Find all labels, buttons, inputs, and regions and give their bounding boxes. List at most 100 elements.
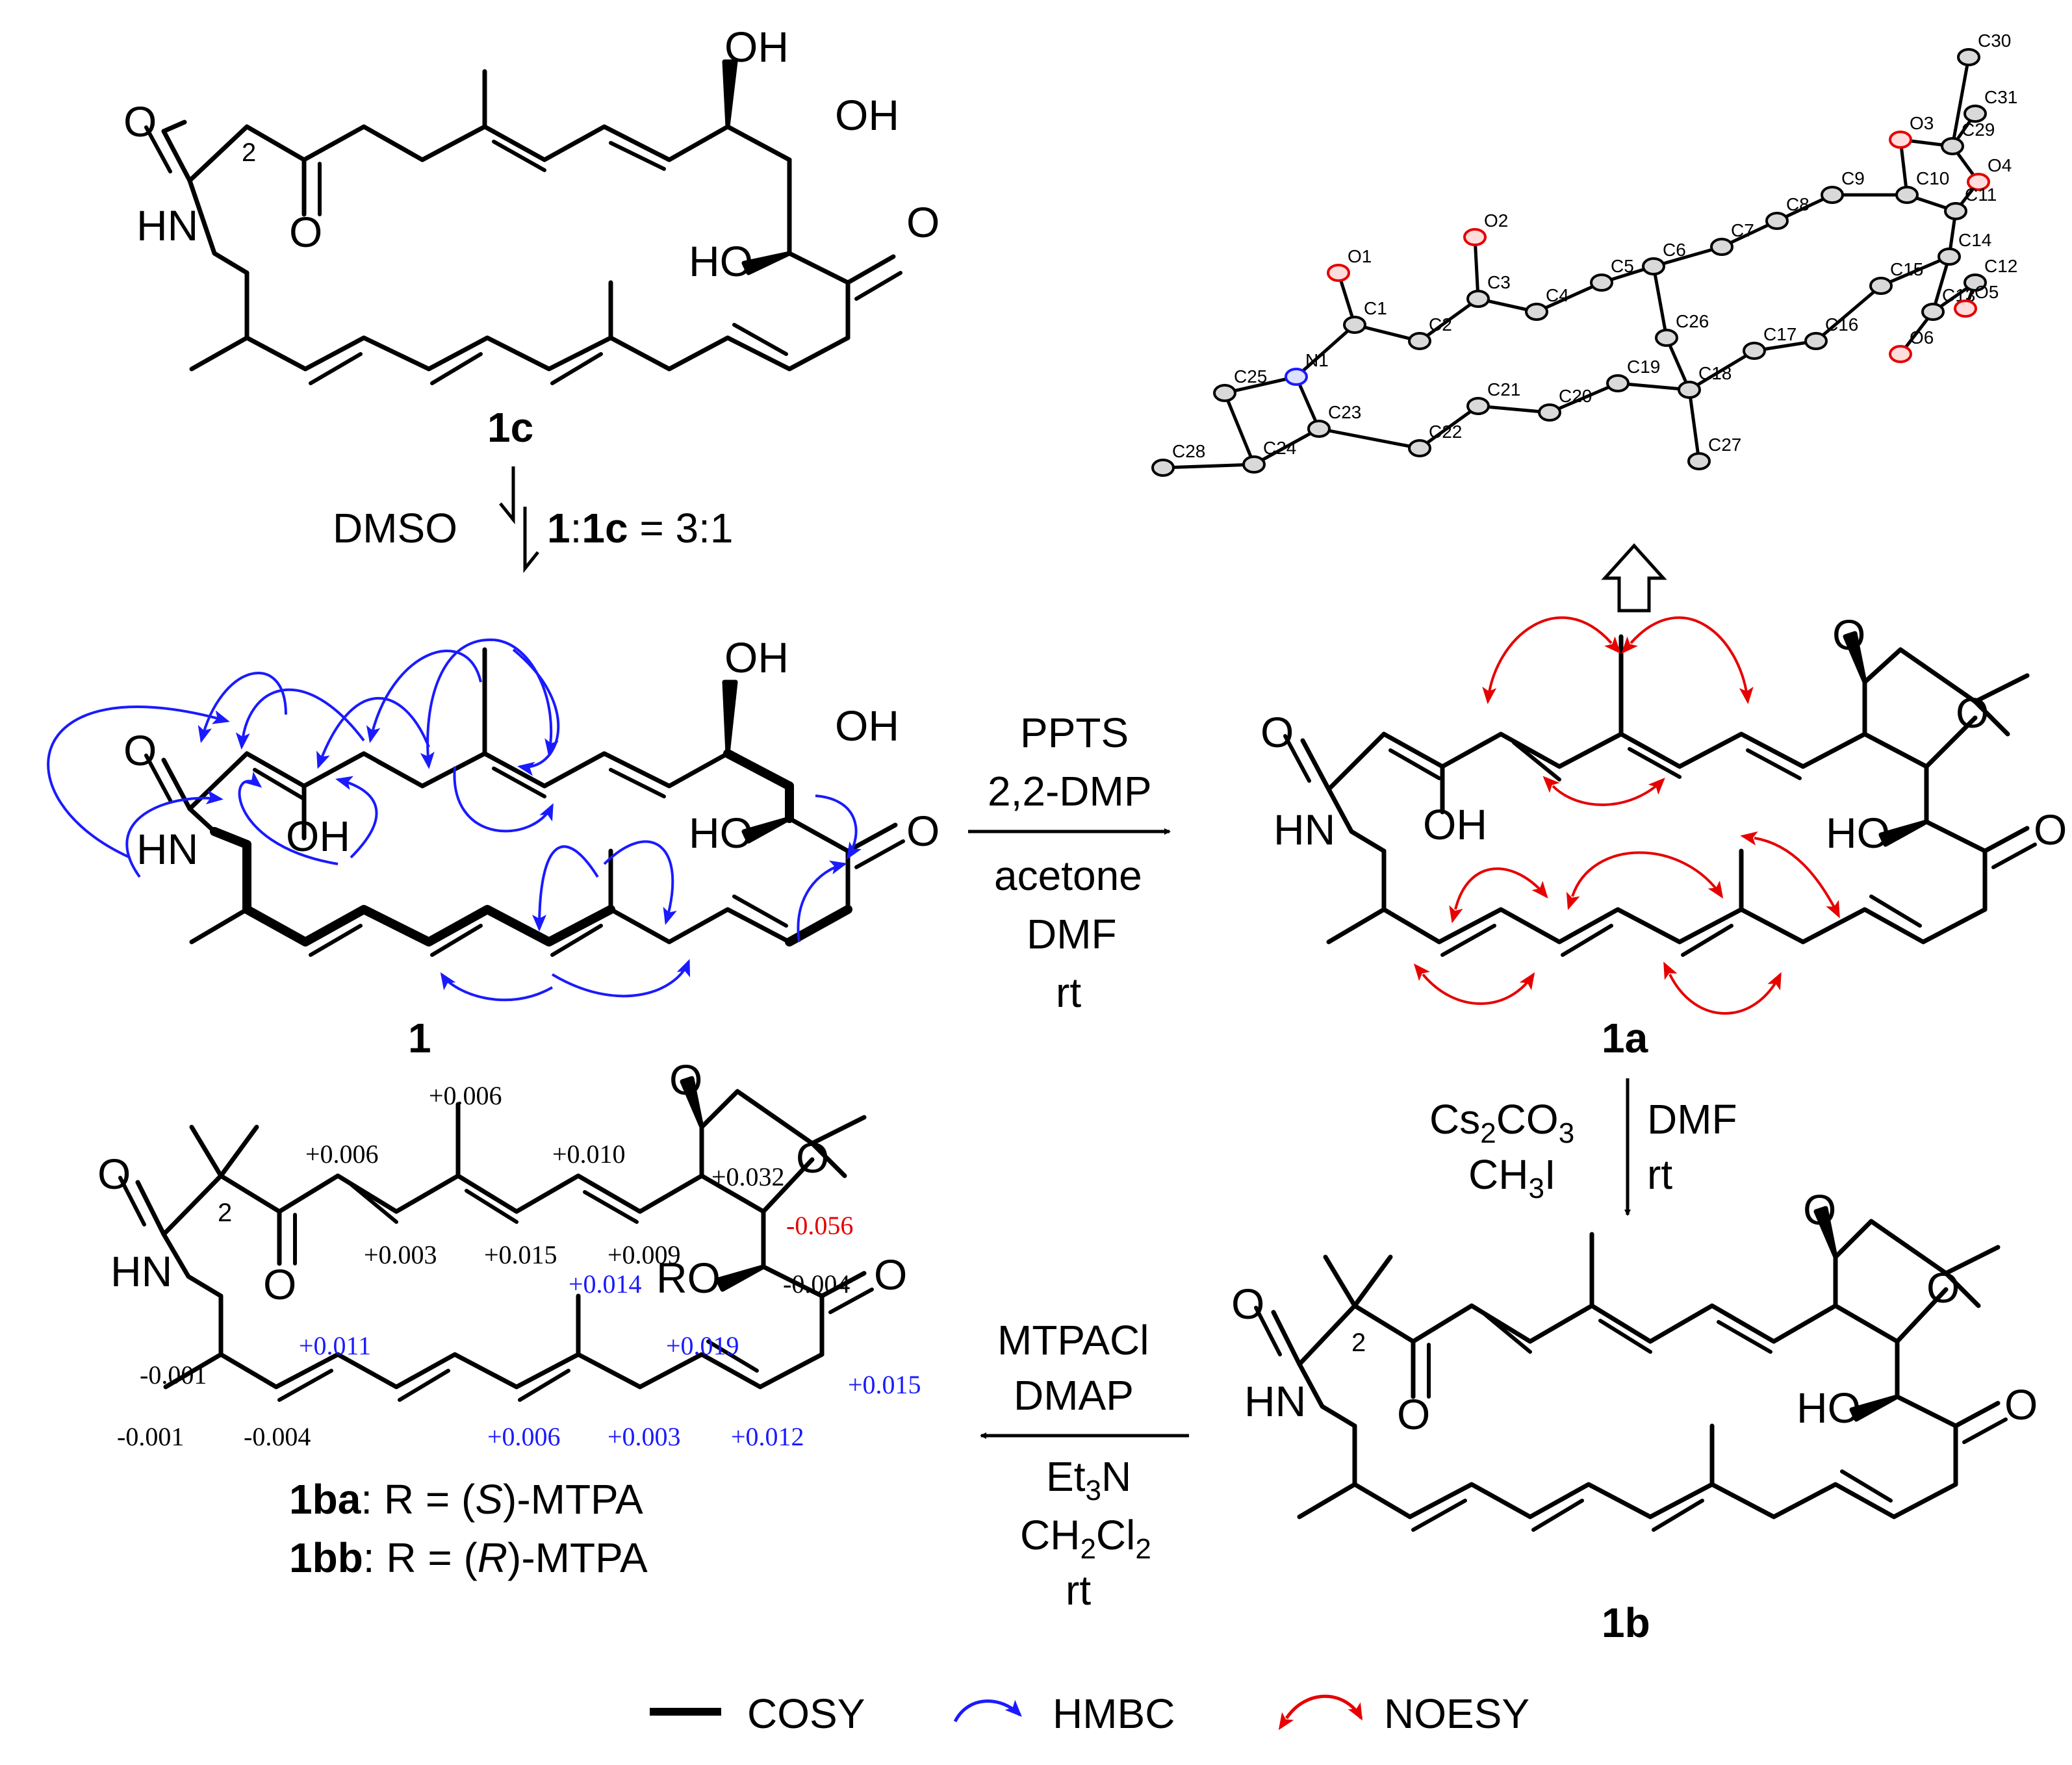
compound-label-1c: 1c (487, 404, 533, 451)
xray-atom-c24 (1242, 455, 1266, 474)
atom-oh: OH (724, 23, 789, 71)
xray-bond (1535, 281, 1603, 314)
xray-bond (1931, 256, 1951, 312)
reagent-dmp: 2,2-DMP (988, 768, 1152, 815)
xray-atom-c2 (1408, 332, 1431, 350)
xray-label: C9 (1841, 168, 1865, 188)
locant-2: 2 (218, 1199, 232, 1227)
xray-label: O2 (1484, 210, 1508, 231)
xray-bond (1617, 381, 1690, 392)
atom-oh: OH (835, 702, 899, 750)
condition-rt: rt (1066, 1567, 1091, 1614)
atom-o: O (263, 1260, 296, 1308)
xray-label: C6 (1663, 240, 1686, 260)
xray-bond (1253, 427, 1320, 466)
delta-value-blue: +0.003 (608, 1422, 681, 1451)
xray-label: O5 (1975, 282, 1999, 302)
xray-atom-n1 (1285, 368, 1308, 386)
xray-label: O1 (1348, 246, 1372, 266)
atom-o: O (289, 208, 322, 256)
xray-label: C20 (1559, 386, 1592, 406)
delta-value: +0.006 (305, 1139, 379, 1169)
atom-o: O (1956, 689, 1989, 737)
xray-atom-o4 (1967, 173, 1990, 191)
hmbc-arrows-1 (47, 638, 862, 1002)
xray-label: C3 (1487, 272, 1511, 292)
xray-label: C31 (1984, 87, 2017, 107)
solvent-dmf: DMF (1027, 911, 1117, 958)
reagent-mtpacl: MTPACl (997, 1317, 1149, 1364)
xray-label: C25 (1234, 366, 1267, 387)
atom-ro: RO (656, 1254, 721, 1302)
xray-atom-c31 (1963, 105, 1987, 123)
atom-hn: HN (136, 825, 198, 873)
xray-bond (1162, 463, 1255, 470)
atom-o: O (1397, 1390, 1430, 1438)
xray-atom-c19 (1606, 374, 1630, 392)
xray-bond (1418, 297, 1479, 343)
atom-o: O (1926, 1263, 1960, 1312)
xray-label: C7 (1731, 220, 1754, 240)
delta-value: -0.004 (783, 1269, 850, 1299)
structure-1c-labels: O O OH OH HO O HN 2 1c (123, 23, 940, 451)
reaction-conditions-1-to-1a: PPTS 2,2-DMP acetone DMF rt (988, 709, 1152, 1016)
xray-label: C12 (1984, 256, 2017, 276)
xray-atom-o1 (1327, 264, 1350, 282)
xray-atom-c11 (1944, 202, 1967, 220)
xray-atom-c21 (1466, 397, 1490, 415)
xray-atom-c30 (1957, 48, 1980, 66)
structure-1b (1254, 1206, 2008, 1532)
xray-label: C2 (1429, 314, 1452, 335)
equilibrium-solvent: DMSO (333, 505, 457, 552)
delta-value: -0.004 (244, 1422, 311, 1451)
xray-atom-c3 (1466, 290, 1490, 308)
xray-bond (1418, 404, 1479, 450)
delta-value-blue: +0.014 (569, 1269, 642, 1299)
xray-bond (1295, 324, 1356, 378)
reaction-conditions-1a-to-1b: Cs2CO3 CH3I DMF rt (1429, 1096, 1737, 1204)
xray-label: C8 (1786, 194, 1810, 214)
legend-noesy-label: NOESY (1384, 1690, 1529, 1737)
structure-1ba (118, 1076, 874, 1402)
xray-label: C11 (1965, 184, 1997, 205)
atom-ho: HO (1797, 1384, 1861, 1432)
xray-atom-c8 (1765, 212, 1789, 230)
xray-atom-c25 (1213, 384, 1236, 402)
xray-bond (1653, 245, 1722, 268)
xray-atom-c27 (1687, 452, 1711, 470)
delta-value-blue: +0.011 (299, 1331, 371, 1360)
delta-value-blue: +0.006 (487, 1422, 561, 1451)
legend-noesy-swatch (1278, 1694, 1363, 1731)
atom-oh: OH (835, 91, 899, 139)
xray-atom-o3 (1889, 131, 1912, 149)
xray-label: C24 (1263, 438, 1296, 458)
xray-bond (1223, 392, 1256, 465)
xray-label: C30 (1978, 31, 2011, 51)
xray-label: O4 (1988, 155, 2012, 175)
xray-label: C26 (1676, 311, 1709, 331)
xray-label: C14 (1958, 230, 1991, 250)
atom-hn: HN (1244, 1377, 1306, 1425)
atom-o: O (97, 1150, 131, 1198)
condition-rt: rt (1056, 969, 1081, 1016)
structure-1a (1283, 631, 2037, 957)
legend: COSY HMBC NOESY (650, 1690, 1529, 1737)
xray-atom-c29 (1941, 137, 1964, 155)
xray-atom-c26 (1655, 329, 1678, 347)
xray-label: C22 (1429, 422, 1462, 442)
legend-hmbc-swatch (953, 1699, 1022, 1723)
atom-oh: OH (724, 633, 789, 681)
locant-2: 2 (1351, 1328, 1366, 1357)
atom-o: O (796, 1134, 829, 1182)
xray-bond (1880, 255, 1950, 288)
xray-bond (1688, 349, 1756, 392)
xray-atom-c9 (1821, 186, 1844, 204)
xray-atom-c16 (1804, 332, 1828, 350)
atom-o: O (123, 97, 157, 146)
condition-rt: rt (1647, 1151, 1672, 1198)
xray-label: C18 (1698, 363, 1732, 383)
reagent-et3n: Et3N (1046, 1453, 1131, 1506)
legend-hmbc-label: HMBC (1053, 1690, 1175, 1737)
xray-label: C4 (1546, 285, 1569, 305)
